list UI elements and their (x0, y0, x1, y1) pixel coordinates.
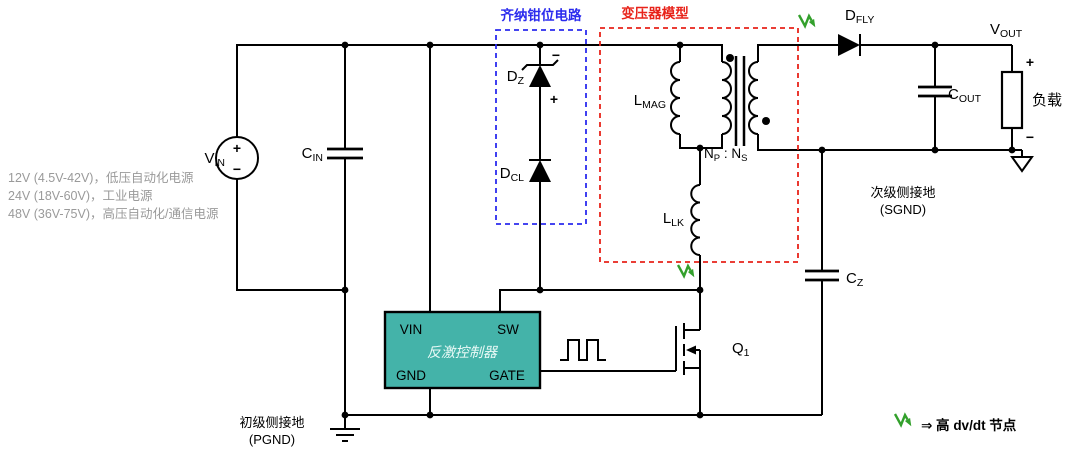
primary-phase-dot (726, 54, 734, 62)
controller-box: VIN SW GND GATE 反激控制器 (383, 310, 542, 390)
q1-label: Q1 (732, 340, 750, 359)
dfly-triangle (838, 34, 860, 56)
llk-label: LLK (663, 210, 684, 229)
junction-dots (341, 41, 1016, 419)
vin-label: VIN (204, 150, 225, 169)
dvdt-marker-dfly (797, 13, 816, 29)
load-resistor: + − 负载 (1000, 54, 1062, 145)
controller-body (383, 310, 542, 390)
dvdt-marker-sw-node (676, 263, 695, 279)
zener-clamp-box (495, 29, 587, 225)
wires (236, 44, 1023, 428)
cin-label: CIN (302, 145, 323, 164)
sgnd-label-line1: 次级侧接地 (870, 185, 935, 200)
primary-coil (721, 61, 732, 135)
pin-sw: SW (497, 322, 519, 337)
cout-capacitor: COUT (918, 85, 982, 105)
dz-anode-triangle (529, 65, 551, 87)
zener-dz: − + DZ (507, 47, 560, 107)
note-line-1: 12V (4.5V-42V)，低压自动化电源 (8, 171, 194, 185)
pgnd-label-line2: (PGND) (249, 432, 295, 447)
sgnd-label-line2: (SGND) (880, 202, 926, 217)
dz-label: DZ (507, 68, 525, 87)
note-line-2: 24V (18V-60V)，工业电源 (8, 189, 153, 203)
cin-capacitor: CIN (302, 145, 363, 164)
dz-plus-sign: + (550, 91, 558, 107)
dcl-label: DCL (500, 165, 524, 184)
transformer-model-box-title: 变压器模型 (621, 5, 689, 21)
q1-body-arrow (686, 345, 696, 355)
dvdt-legend-text: ⇒ 高 dv/dt 节点 (921, 417, 1017, 433)
secondary-phase-dot (762, 117, 770, 125)
cz-capacitor: CZ (805, 269, 864, 289)
dz-minus-sign: − (552, 47, 560, 63)
turns-ratio-label: NP : NS (704, 146, 747, 164)
diode-dcl: DCL (500, 159, 551, 184)
load-label: 负载 (1032, 92, 1062, 109)
pin-vin: VIN (400, 322, 423, 337)
gate-pulse-waveform-icon (560, 339, 606, 361)
cout-label: COUT (948, 86, 982, 105)
mosfet-q1: Q1 (675, 323, 750, 415)
transformer: LMAG LLK NP : NS (634, 54, 770, 256)
lmag-label: LMAG (634, 92, 666, 111)
vin-plus-sign: + (233, 140, 241, 156)
pgnd-symbol (330, 428, 360, 442)
sgnd-symbol (1010, 156, 1034, 173)
zener-clamp-box-title: 齐纳钳位电路 (501, 7, 582, 23)
vin-source: + − VIN (204, 136, 259, 180)
cz-label: CZ (846, 270, 864, 289)
dfly-label: DFLY (845, 7, 874, 26)
pgnd-label-line1: 初级侧接地 (239, 415, 304, 430)
pin-gnd: GND (396, 368, 426, 383)
lmag-coil (670, 61, 681, 135)
dvdt-legend: ⇒ 高 dv/dt 节点 (893, 412, 1017, 433)
dcl-triangle (529, 160, 551, 182)
diode-dfly: DFLY (838, 7, 874, 56)
dvdt-legend-icon (893, 412, 912, 428)
transformer-model-box (599, 27, 799, 263)
load-minus-sign: − (1026, 129, 1034, 145)
note-line-3: 48V (36V-75V)，高压自动化/通信电源 (8, 206, 219, 221)
load-plus-sign: + (1026, 54, 1034, 70)
controller-title: 反激控制器 (427, 344, 499, 360)
vout-label: VOUT (990, 21, 1023, 40)
vin-minus-sign: − (233, 161, 241, 177)
llk-coil (690, 184, 701, 256)
input-voltage-notes: 12V (4.5V-42V)，低压自动化电源 24V (18V-60V)，工业电… (8, 171, 219, 221)
pin-gate: GATE (489, 368, 525, 383)
secondary-coil (748, 61, 759, 135)
